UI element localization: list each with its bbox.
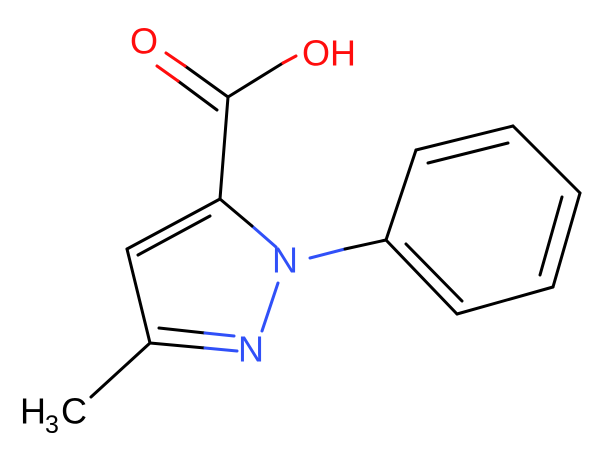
carboxyl-group [155,51,298,201]
bond-c3-n2 [148,341,207,350]
bond-ph-4 [511,124,582,195]
bond-ph-3 [551,191,582,289]
bond-ph-2 [455,285,555,316]
methyl-carbon: C [61,391,87,432]
bond-n2-n1 [260,281,280,333]
methyl-hydrogen: H [20,391,46,432]
atom-hydroxyl: OH [302,33,356,74]
bond-ccooh-ooh [226,61,285,99]
bond-ccooh-o-double-2-red [155,64,180,83]
bond-c3-n2-inner [157,326,207,335]
bond-c3-methyl [89,341,152,399]
bond-ccooh-ooh-red [281,54,298,65]
phenyl-ring [384,124,582,316]
bond-ph-5 [414,124,515,152]
methyl-subscript: 3 [45,411,59,439]
bond-c3-n2-inner-blue [203,331,236,338]
bond-n1-phenyl-blue [308,247,347,260]
atom-carbonyl-oxygen: O [130,21,158,62]
atom-nitrogen-2: N [238,329,264,370]
bond-c5-ccooh [218,95,230,201]
bond-c4-c3 [125,247,152,345]
methyl-label: H 3 C [20,391,87,439]
bond-n1-phenyl [343,238,388,251]
bond-ccooh-o-double-1-red [164,51,187,68]
bond-ph-1-inner [404,242,464,303]
bond-c5-c4-inner [136,214,212,257]
bond-ph-5-inner [426,141,510,165]
bond-c3-n2-blue [203,346,239,353]
bond-ccooh-o-double-1 [183,64,230,99]
bond-ph-6 [384,148,418,242]
atom-nitrogen-1: N [272,240,298,281]
bond-ph-1 [384,238,459,316]
bond-n1-c5 [218,197,254,228]
bond-n1-c5-blue [250,224,278,249]
bond-ccooh-o-double-2 [176,79,219,112]
bond-ph-3-inner [538,195,564,277]
pyrazole-ring [125,197,280,353]
bond-c5-c4 [125,197,222,251]
